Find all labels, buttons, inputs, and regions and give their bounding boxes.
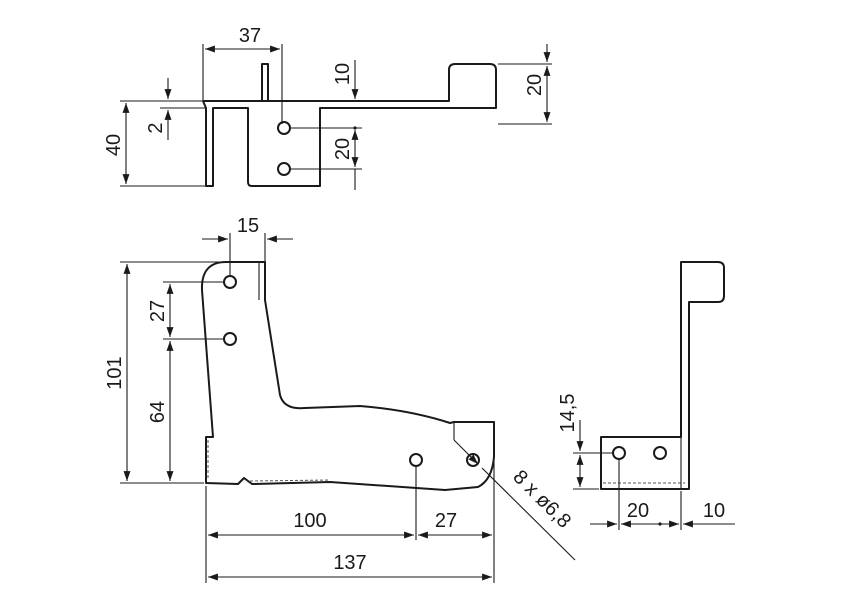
dim-top-hole-pitch: 20 bbox=[332, 138, 354, 160]
front-view-bottom-edge bbox=[249, 479, 331, 482]
side-view-outline bbox=[600, 261, 725, 490]
dim-side-width: 20 bbox=[627, 500, 649, 522]
front-view: 15 27 101 64 100 27 137 8 x ø6,8 bbox=[104, 215, 576, 583]
top-view-hole-2 bbox=[277, 162, 291, 176]
top-view-hole-1 bbox=[277, 121, 291, 135]
front-view-hole-2 bbox=[223, 332, 237, 346]
front-view-hole-3 bbox=[409, 453, 423, 467]
dim-front-hole-height: 64 bbox=[147, 401, 169, 423]
dim-top-width: 37 bbox=[239, 25, 261, 47]
dim-side-height: 14,5 bbox=[557, 394, 579, 433]
dim-top-flange-height: 20 bbox=[524, 74, 546, 96]
dim-front-hole-x1: 100 bbox=[293, 510, 326, 532]
dim-side-offset: 10 bbox=[703, 500, 725, 522]
dim-front-hole-pitch: 27 bbox=[147, 300, 169, 322]
dim-front-length: 137 bbox=[333, 552, 366, 574]
front-view-hole-4 bbox=[466, 453, 480, 467]
dim-front-hole-x2: 27 bbox=[435, 510, 457, 532]
top-view-tab bbox=[261, 63, 269, 102]
dim-front-top-tab: 15 bbox=[237, 215, 259, 237]
side-view-hole-1 bbox=[612, 446, 626, 460]
dim-top-tab-offset: 10 bbox=[332, 63, 354, 85]
dim-top-thickness: 2 bbox=[145, 122, 167, 133]
dim-top-height: 40 bbox=[103, 134, 125, 156]
front-view-outline bbox=[200, 261, 495, 491]
side-view-hole-2 bbox=[653, 446, 667, 460]
front-view-hole-1 bbox=[223, 275, 237, 289]
top-view: 37 10 20 40 2 20 bbox=[103, 25, 552, 190]
top-view-outline bbox=[202, 63, 497, 187]
side-view: 14,5 20 10 bbox=[557, 261, 735, 530]
holes-note: 8 x ø6,8 bbox=[508, 466, 575, 533]
dim-front-height: 101 bbox=[104, 356, 126, 389]
hole-leader bbox=[453, 439, 479, 465]
